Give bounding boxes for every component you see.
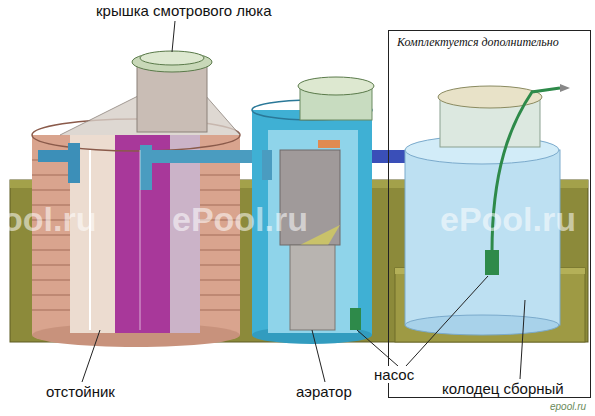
part-label: отстойник <box>46 383 115 400</box>
watermark: ool.ru <box>2 200 96 238</box>
watermark: ePool.ru <box>440 200 576 238</box>
watermark-logo: epool.ru <box>550 401 586 413</box>
part-label: насос <box>372 366 416 383</box>
part-label: крышка смотрового люка <box>96 2 272 19</box>
box-heading: Комплектуется дополнительно <box>389 31 590 54</box>
watermark: ePool.ru <box>172 200 308 238</box>
part-label: аэратор <box>296 383 352 400</box>
part-label: колодец сборный <box>442 380 564 397</box>
